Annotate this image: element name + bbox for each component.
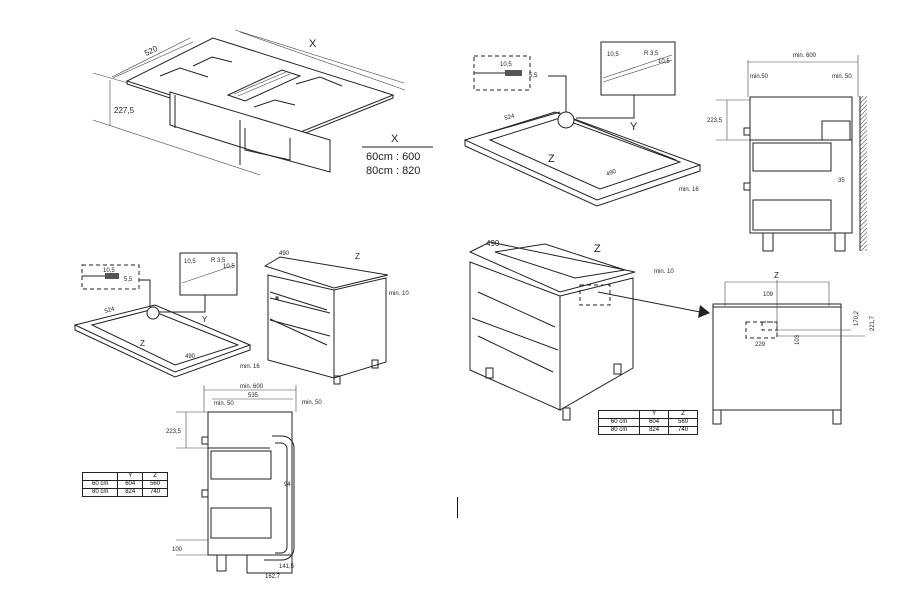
svg-text:5,5: 5,5 bbox=[124, 277, 133, 283]
svg-text:103: 103 bbox=[795, 334, 801, 345]
svg-text:Y: Y bbox=[202, 315, 208, 324]
svg-text:170,2: 170,2 bbox=[854, 310, 860, 326]
svg-text:10,5: 10,5 bbox=[223, 264, 235, 270]
svg-text:Z: Z bbox=[774, 271, 779, 280]
svg-text:10,5: 10,5 bbox=[184, 259, 196, 265]
svg-text:X: X bbox=[391, 133, 399, 145]
svg-text:min. 10: min. 10 bbox=[654, 269, 674, 275]
svg-text:Z: Z bbox=[594, 243, 601, 255]
svg-text:524: 524 bbox=[504, 113, 516, 122]
svg-text:min. 50: min. 50 bbox=[214, 401, 234, 407]
svg-text:490: 490 bbox=[185, 354, 196, 360]
svg-text:490: 490 bbox=[606, 169, 618, 178]
worktop-cutout-view-small: 10,5 5,5 10,5 R 3,5 10,5 524 Y Z 490 min… bbox=[73, 252, 260, 378]
svg-text:min. 600: min. 600 bbox=[793, 53, 817, 59]
svg-text:Z: Z bbox=[140, 339, 145, 348]
svg-text:R 3,5: R 3,5 bbox=[644, 51, 659, 57]
text-cursor bbox=[457, 497, 458, 518]
svg-text:141,5: 141,5 bbox=[279, 564, 295, 570]
svg-text:10,5: 10,5 bbox=[103, 268, 115, 274]
svg-text:Z: Z bbox=[355, 252, 360, 261]
cabinet-perspective-large: 490 Z min. 10 bbox=[468, 239, 710, 421]
x-size-legend: X 60cm : 600 80cm : 820 bbox=[362, 133, 433, 177]
svg-text:524: 524 bbox=[104, 306, 116, 315]
svg-text:5,5: 5,5 bbox=[529, 73, 538, 79]
svg-text:60cm : 600: 60cm : 600 bbox=[366, 151, 420, 163]
svg-text:109: 109 bbox=[763, 292, 774, 298]
dimension-height: 227,5 bbox=[114, 106, 135, 115]
svg-text:Y: Y bbox=[630, 121, 638, 133]
side-section-view-bottom: min. 600 535 min. 50 min. 50 223,5 94 10… bbox=[166, 384, 322, 580]
worktop-cutout-view: 10,5 5,5 10,5 R 3,5 10,5 524 Y Z 490 min… bbox=[463, 41, 702, 207]
svg-text:100: 100 bbox=[172, 547, 183, 553]
svg-text:223,5: 223,5 bbox=[707, 118, 723, 124]
svg-text:min. 10: min. 10 bbox=[389, 291, 409, 297]
side-section-view-top: min. 600 min.50 min. 50 223,5 35 bbox=[707, 53, 867, 252]
svg-text:223,5: 223,5 bbox=[166, 429, 182, 435]
svg-text:535: 535 bbox=[248, 393, 259, 399]
dimension-x: X bbox=[309, 38, 317, 50]
cabinet-perspective-small: 490 Z min. 10 bbox=[263, 251, 409, 385]
svg-text:80cm : 820: 80cm : 820 bbox=[366, 165, 420, 177]
svg-text:162,7: 162,7 bbox=[265, 574, 281, 580]
svg-text:min. 16: min. 16 bbox=[679, 187, 699, 193]
svg-text:221,7: 221,7 bbox=[870, 315, 876, 331]
svg-text:min. 16: min. 16 bbox=[240, 364, 260, 370]
svg-text:R 3,5: R 3,5 bbox=[211, 258, 226, 264]
back-view: Z 109 170,2 221,7 103 229 bbox=[712, 271, 876, 425]
svg-text:min. 50: min. 50 bbox=[302, 400, 322, 406]
svg-text:490: 490 bbox=[279, 251, 290, 257]
svg-text:Z: Z bbox=[548, 153, 555, 165]
svg-text:10,5: 10,5 bbox=[500, 62, 512, 68]
svg-text:35: 35 bbox=[838, 178, 845, 184]
svg-text:229: 229 bbox=[755, 342, 766, 348]
svg-text:min. 50: min. 50 bbox=[832, 74, 852, 80]
svg-text:490: 490 bbox=[486, 239, 500, 248]
hob-perspective-view: 520 227,5 X bbox=[92, 29, 406, 176]
svg-text:10,5: 10,5 bbox=[607, 52, 619, 58]
svg-text:10,5: 10,5 bbox=[658, 59, 670, 65]
dimension-depth: 520 bbox=[143, 44, 159, 58]
svg-text:94: 94 bbox=[284, 482, 291, 488]
svg-text:min. 600: min. 600 bbox=[240, 384, 264, 390]
svg-text:min.50: min.50 bbox=[750, 74, 769, 80]
